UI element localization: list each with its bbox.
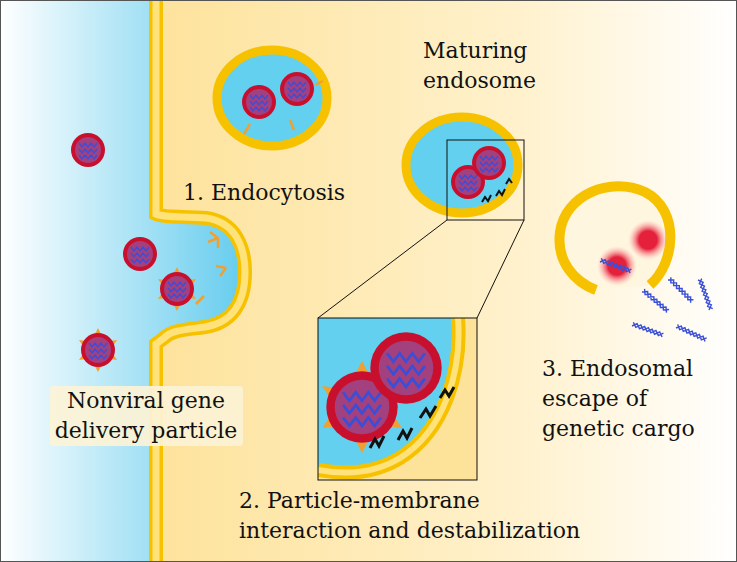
annotation-label: 2. Particle-membrane interaction and des… xyxy=(239,486,585,546)
annotation-label: Nonviral gene delivery particle xyxy=(50,386,243,446)
annotation-label: 3. Endosomal escape of genetic cargo xyxy=(542,354,699,444)
receptor-symbol xyxy=(196,232,226,304)
maturing-endosome xyxy=(406,117,518,213)
zoom-inset xyxy=(318,318,477,480)
zoom-box xyxy=(447,140,524,220)
zoom-inset-frame xyxy=(318,318,477,480)
ruptured-endosome xyxy=(559,186,670,290)
particle-outside xyxy=(71,133,196,372)
released-genetic-cargo xyxy=(600,258,713,341)
zoom-line xyxy=(318,220,524,318)
extracellular-space xyxy=(0,0,240,562)
early-endosome xyxy=(217,50,327,146)
annotation-label: 1. Endocytosis xyxy=(183,178,349,208)
annotation-label: Maturing endosome xyxy=(423,36,540,96)
